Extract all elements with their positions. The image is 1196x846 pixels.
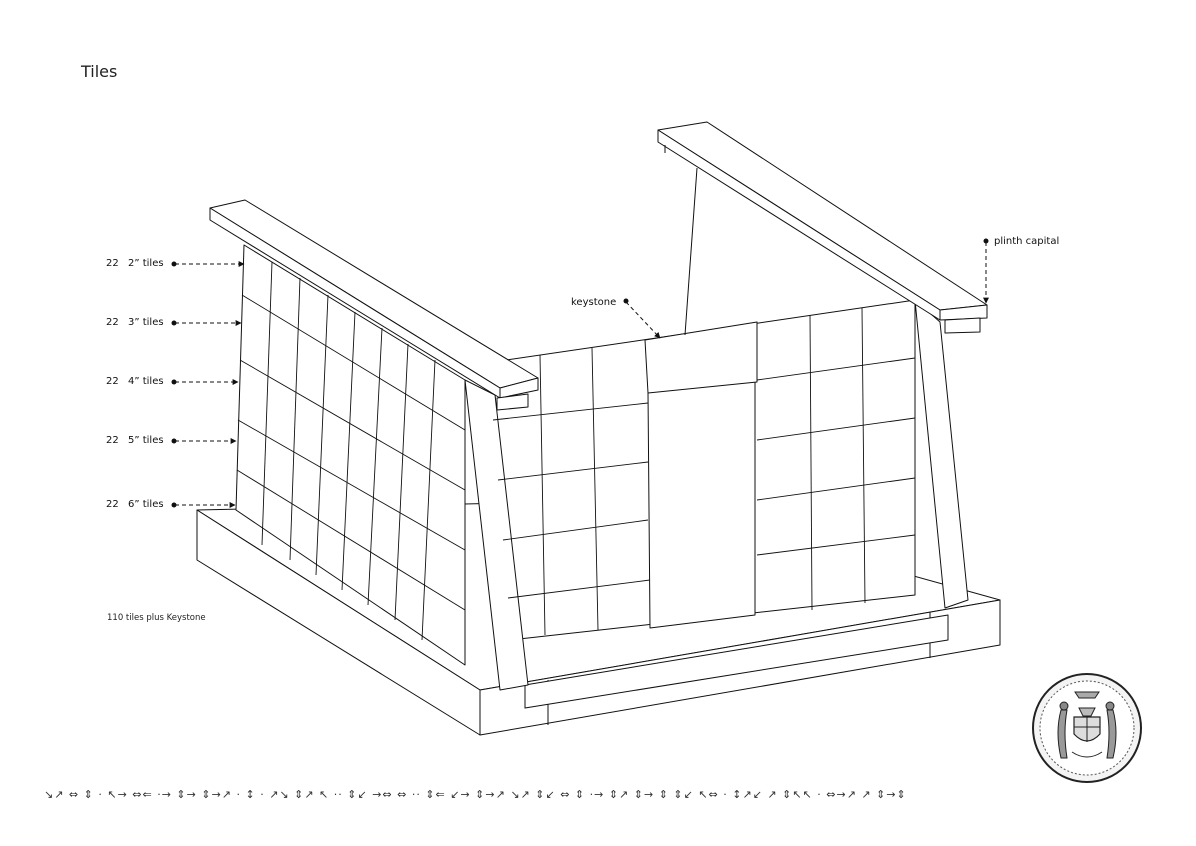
- left-capital-block: [496, 393, 529, 411]
- left-wall-tile-grid: [236, 261, 466, 641]
- tile-size-label: 3” tiles: [128, 317, 164, 328]
- page-title: Tiles: [81, 62, 118, 81]
- decorative-border: ↘↗ ⇔ ⇕ · ↖→ ⇔⇐ ·→ ⇕→ ⇕→↗ · ↕ · ↗↘ ⇕↗ ↖ ·…: [44, 788, 907, 801]
- tile-size-label: 2” tiles: [128, 258, 164, 269]
- right-post: [914, 299, 969, 609]
- tile-summary: 110 tiles plus Keystone: [107, 613, 206, 623]
- base-step: [524, 614, 949, 709]
- right-capital-top: [657, 121, 988, 311]
- tile-row-2in: 22 2” tiles: [106, 258, 164, 269]
- tile-size-label: 5” tiles: [128, 435, 164, 446]
- plinth-capital-label: plinth capital: [994, 236, 1060, 247]
- front-wall-tile-grid: [492, 307, 916, 636]
- heraldic-seal-icon: [1032, 673, 1142, 783]
- leader-keystone: [625, 301, 661, 339]
- tile-count: 22: [106, 435, 119, 446]
- right-capital-end: [939, 304, 988, 321]
- tile-size-label: 4” tiles: [128, 376, 164, 387]
- tile-row-5in: 22 5” tiles: [106, 435, 164, 446]
- tile-count: 22: [106, 499, 119, 510]
- front-opening: [647, 379, 756, 629]
- right-capital-front: [657, 129, 941, 321]
- keystone-block: [644, 321, 758, 394]
- tile-row-6in: 22 6” tiles: [106, 499, 164, 510]
- left-capital-end: [499, 377, 539, 399]
- tile-count: 22: [106, 376, 119, 387]
- right-capital-block: [944, 317, 981, 334]
- tile-count: 22: [106, 258, 119, 269]
- tile-row-4in: 22 4” tiles: [106, 376, 164, 387]
- tile-size-label: 6” tiles: [128, 499, 164, 510]
- left-post: [464, 379, 529, 691]
- tile-row-3in: 22 3” tiles: [106, 317, 164, 328]
- keystone-label: keystone: [571, 297, 617, 308]
- tile-count: 22: [106, 317, 119, 328]
